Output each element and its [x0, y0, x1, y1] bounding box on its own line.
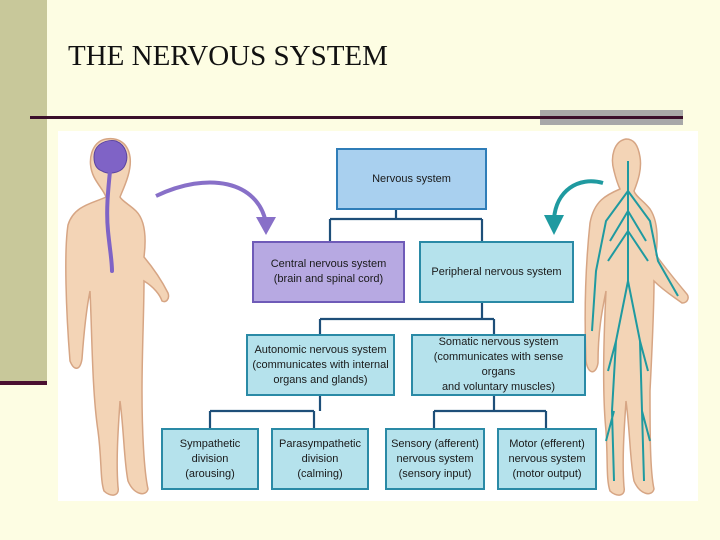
- title-rule-accent-line: [540, 116, 683, 119]
- nervous-system-diagram: Nervous system Central nervous system (b…: [58, 131, 698, 501]
- title-rule: [30, 116, 683, 119]
- node-parasympathetic-division: Parasympathetic division (calming): [271, 428, 369, 490]
- slide-title: THE NERVOUS SYSTEM: [68, 40, 388, 72]
- connector-peripheral: [318, 303, 496, 334]
- node-peripheral-nervous-system: Peripheral nervous system: [419, 241, 574, 303]
- connector-somatic: [432, 396, 548, 428]
- cns-arrowhead: [256, 217, 276, 235]
- connector-lines: [208, 210, 548, 428]
- node-autonomic-nervous-system: Autonomic nervous system (communicates w…: [246, 334, 395, 396]
- left-body-silhouette: [65, 137, 170, 496]
- brain: [93, 140, 128, 174]
- cns-arrow: [155, 180, 268, 224]
- node-sensory-nervous-system: Sensory (afferent) nervous system (senso…: [385, 428, 485, 490]
- node-sympathetic-division: Sympathetic division (arousing): [161, 428, 259, 490]
- connector-root: [328, 210, 484, 241]
- right-body-figure: [544, 138, 689, 496]
- left-accent-bar: [0, 0, 47, 384]
- connector-autonomic: [208, 396, 322, 428]
- diagram-graphics: [65, 137, 689, 496]
- spinal-cord: [105, 169, 114, 273]
- node-motor-nervous-system: Motor (efferent) nervous system (motor o…: [497, 428, 597, 490]
- pns-arrow: [552, 179, 604, 220]
- right-body-silhouette: [584, 138, 689, 496]
- pns-arrowhead: [544, 215, 564, 235]
- pns-nerves: [591, 161, 679, 482]
- node-central-nervous-system: Central nervous system (brain and spinal…: [252, 241, 405, 303]
- left-accent-rule: [0, 381, 47, 385]
- node-nervous-system: Nervous system: [336, 148, 487, 210]
- node-somatic-nervous-system: Somatic nervous system (communicates wit…: [411, 334, 586, 396]
- left-body-figure: [65, 137, 276, 496]
